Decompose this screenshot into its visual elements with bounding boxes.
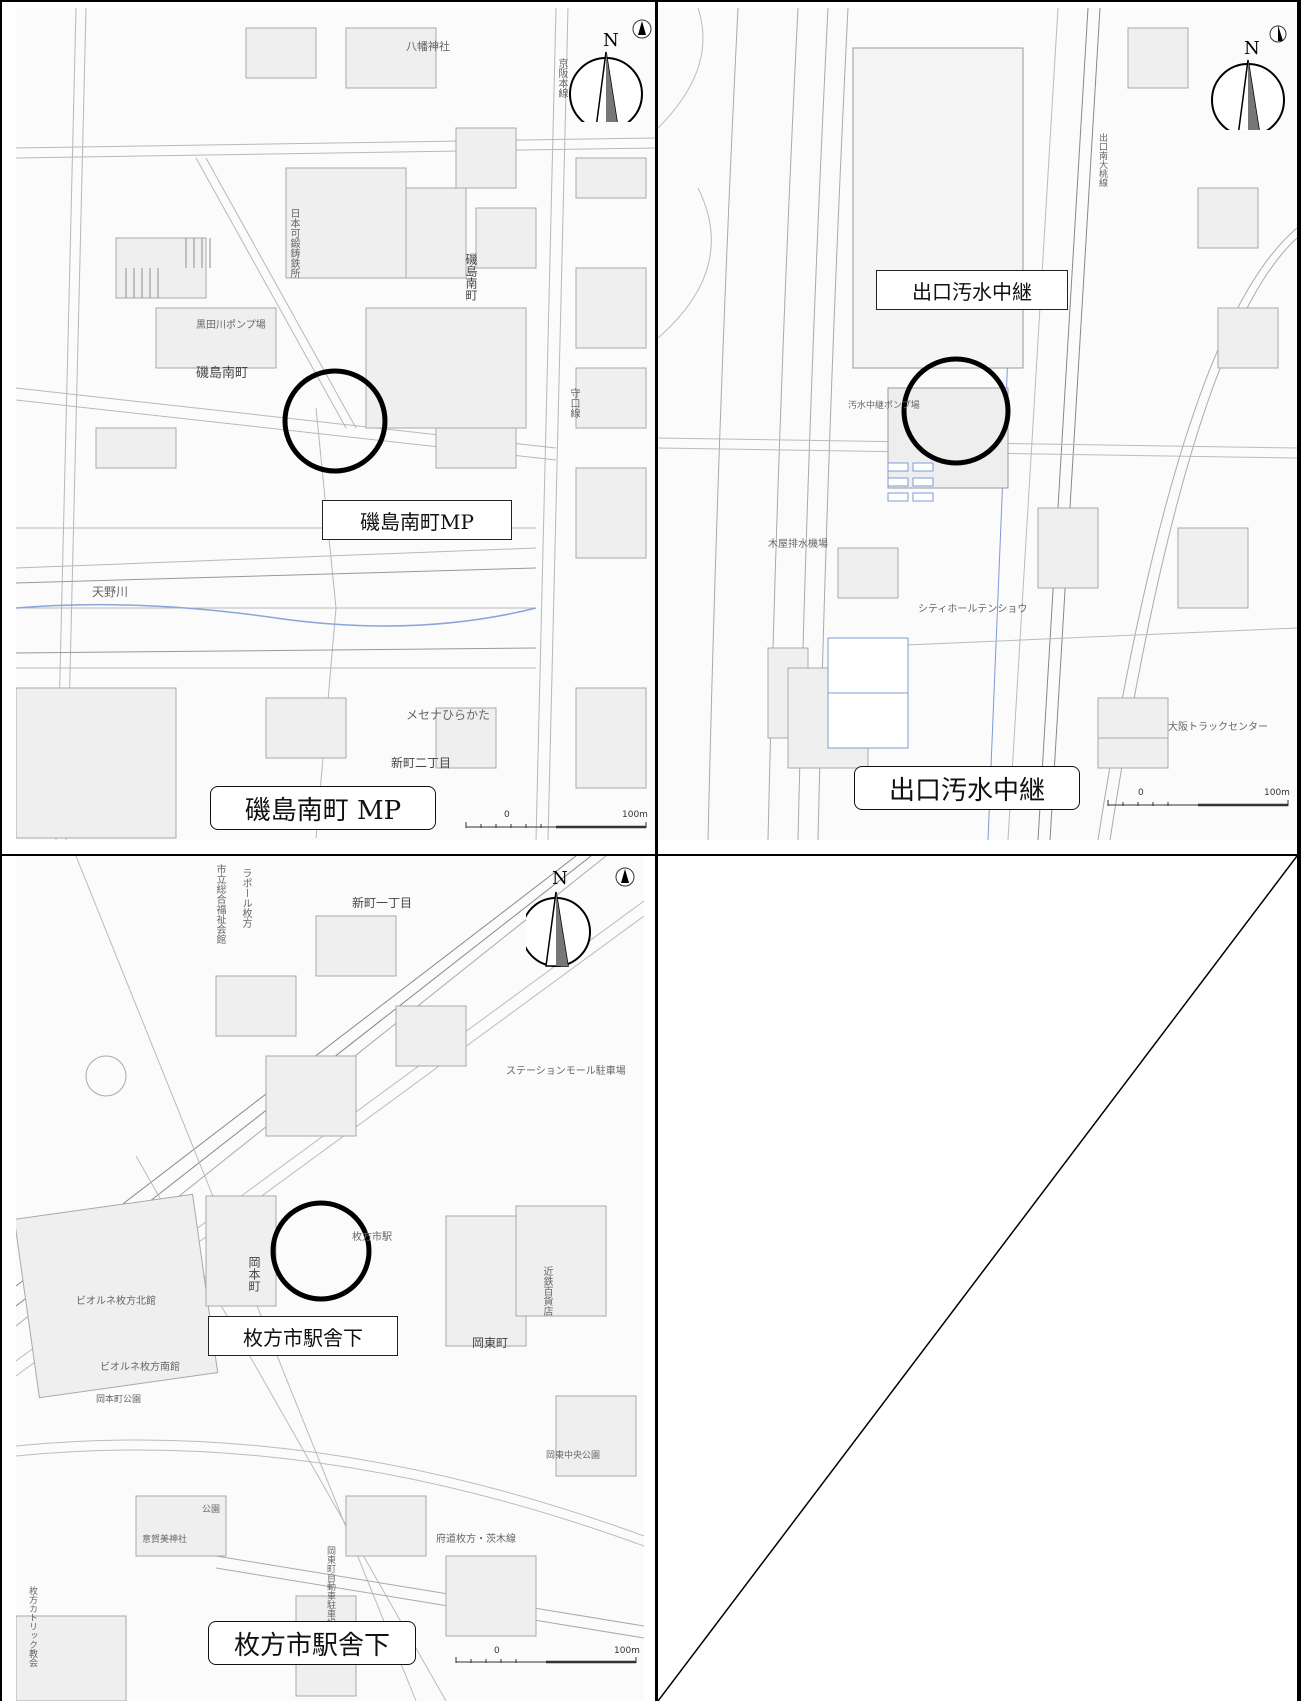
north-arrow-icon: N	[526, 868, 591, 967]
title-label-isojima: 磯島南町 MP	[210, 786, 436, 830]
grid-border-middle-horizontal	[0, 854, 1301, 856]
title-label-hirakatashi: 枚方市駅舎下	[208, 1621, 416, 1665]
svg-text:N: N	[1244, 38, 1260, 59]
map-panel-deguchi: 汚水中継ポンプ場 木屋排水機場 シティホールテンショウ 大阪トラックセンター 出…	[658, 8, 1297, 840]
place-mesena: メセナひらかた	[406, 708, 491, 722]
place-okamoto-park: 岡本町公園	[96, 1395, 142, 1405]
place-kurodagawa-pump: 黒田川ポンプ場	[196, 320, 266, 331]
svg-text:N: N	[552, 868, 568, 889]
place-kogyo: 日本可鍛鋳鉄所	[288, 208, 299, 278]
scale-zero-isojima: 0	[504, 810, 510, 820]
place-kiya-drainage: 木屋排水機場	[768, 539, 828, 550]
svg-text:N: N	[603, 30, 619, 51]
place-okami-shrine: 意賀美神社	[142, 1535, 188, 1545]
grid-border-middle-vertical	[655, 0, 658, 1701]
place-parking: 岡東町自動車駐車場	[325, 1546, 335, 1627]
place-city-hall: シティホールテンショウ	[918, 604, 1028, 615]
scale-zero-deguchi: 0	[1138, 788, 1144, 798]
place-amanogawa: 天野川	[92, 585, 129, 599]
place-hachiman-shrine: 八幡神社	[406, 40, 450, 53]
grid-border-left	[0, 0, 2, 1701]
compass-small-icon	[632, 19, 652, 39]
map-panel-isojima: 八幡神社 日本可鍛鋳鉄所 磯島南町 磯島南町 黒田川ポンプ場 天野川 メセナひら…	[16, 8, 655, 840]
place-hirakatashi-station: 枚方市駅	[352, 1232, 392, 1243]
place-deguchi-road: 出口南大桃線	[1097, 133, 1107, 187]
empty-cell-diagonal	[658, 856, 1297, 1701]
callout-label-deguchi: 出口汚水中継	[876, 270, 1068, 310]
scale-zero-hirakatashi: 0	[494, 1646, 500, 1656]
scale-end-deguchi: 100m	[1264, 788, 1290, 798]
place-okahigashicho: 岡東町	[472, 1336, 509, 1350]
place-viorne-north: ビオルネ枚方北館	[76, 1296, 156, 1307]
place-catholic: 枚方カトリック教会	[27, 1586, 37, 1667]
compass-small-icon	[1269, 25, 1287, 43]
north-arrow-icon: N	[569, 30, 643, 122]
place-park: 公園	[202, 1505, 221, 1515]
callout-label-isojima: 磯島南町MP	[322, 500, 512, 540]
place-pump-station: 汚水中継ポンプ場	[848, 401, 920, 411]
place-isojima-minami: 磯島南町	[196, 366, 249, 381]
place-rapport: ラポール枚方	[240, 868, 251, 928]
place-osaka-truck: 大阪トラックセンター	[1168, 722, 1268, 733]
place-shinmachi-2: 新町二丁目	[391, 756, 452, 770]
location-circle-deguchi	[901, 356, 1011, 466]
place-moriguchi-line: 守口線	[568, 388, 579, 418]
location-circle-isojima	[282, 368, 388, 474]
grid-border-right	[1297, 0, 1301, 1701]
north-arrow-icon: N	[1211, 38, 1285, 130]
scale-end-isojima: 100m	[622, 810, 648, 820]
title-label-deguchi: 出口汚水中継	[854, 766, 1080, 810]
scale-end-hirakatashi: 100m	[614, 1646, 640, 1656]
place-prefectural-road: 府道枚方・茨木線	[436, 1534, 516, 1545]
place-shinmachi-1: 新町一丁目	[352, 896, 413, 910]
map-graphic-hirakatashi	[16, 856, 644, 1701]
place-okahigashi-park: 岡東中央公園	[546, 1451, 601, 1461]
grid-border-top	[0, 0, 1301, 2]
place-welfare-hall: 市立総合福祉会館	[214, 864, 225, 944]
place-okamotocho: 岡本町	[247, 1256, 261, 1292]
location-circle-hirakatashi	[270, 1200, 372, 1302]
place-station-mall: ステーションモール駐車場	[506, 1066, 626, 1077]
place-isojima-minami-vert: 磯島南町	[464, 253, 478, 301]
callout-label-hirakatashi: 枚方市駅舎下	[208, 1316, 398, 1356]
place-kintetsu: 近鉄百貨店	[541, 1266, 552, 1316]
map-graphic-isojima	[16, 8, 655, 840]
map-panel-hirakatashi: 新町一丁目 市立総合福祉会館 ラポール枚方 ステーションモール駐車場 枚方市駅 …	[16, 856, 644, 1701]
compass-small-icon	[615, 867, 635, 887]
map-graphic-deguchi	[658, 8, 1297, 840]
place-viorne-south: ビオルネ枚方南館	[100, 1362, 180, 1373]
place-keihan-line: 京阪本線	[556, 58, 567, 98]
